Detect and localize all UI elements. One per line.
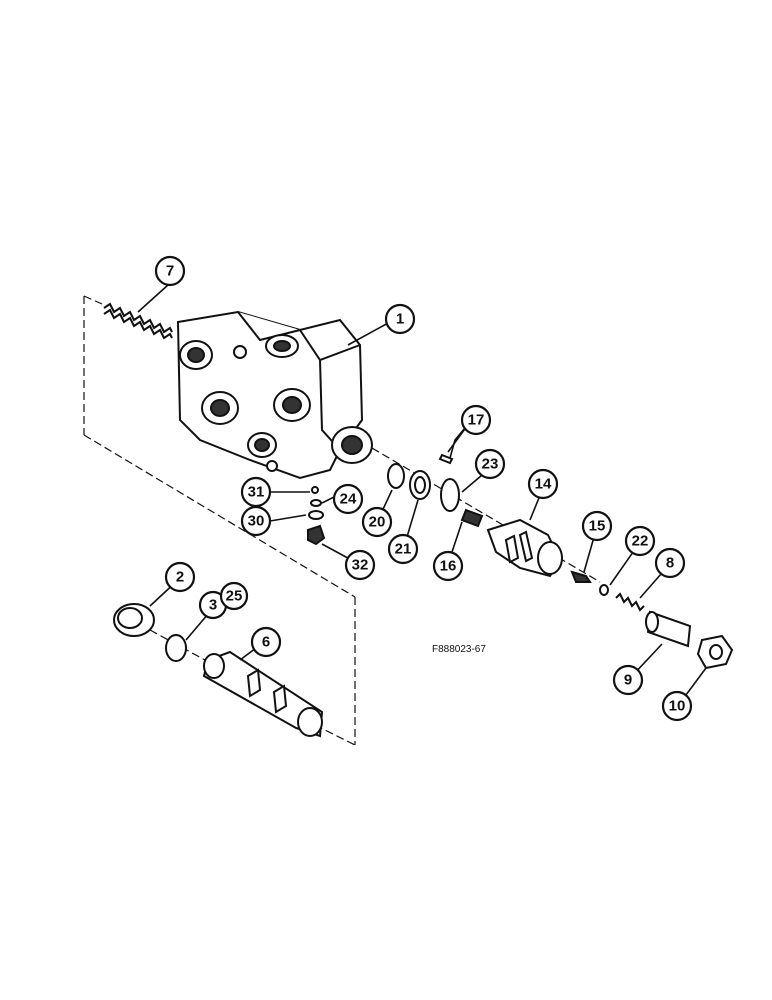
callout-15: 15 bbox=[581, 510, 613, 542]
ring-part-22 bbox=[599, 584, 609, 596]
callout-17: 17 bbox=[460, 404, 492, 436]
callout-3: 3 bbox=[198, 590, 228, 620]
svg-text:16: 16 bbox=[440, 558, 457, 575]
svg-text:1: 1 bbox=[396, 311, 404, 328]
svg-text:15: 15 bbox=[589, 518, 606, 535]
callout-20: 20 bbox=[361, 506, 393, 538]
callout-31: 31 bbox=[240, 476, 272, 508]
svg-text:21: 21 bbox=[395, 541, 412, 558]
svg-text:24: 24 bbox=[340, 491, 357, 508]
svg-text:10: 10 bbox=[669, 698, 686, 715]
callout-2: 2 bbox=[164, 561, 196, 593]
callout-22: 22 bbox=[624, 525, 656, 557]
nut-part-10 bbox=[696, 634, 734, 670]
callout-14: 14 bbox=[527, 468, 559, 500]
svg-text:31: 31 bbox=[248, 484, 265, 501]
callout-9: 9 bbox=[612, 664, 644, 696]
svg-text:23: 23 bbox=[482, 456, 499, 473]
svg-text:8: 8 bbox=[666, 555, 674, 572]
spring-part-7 bbox=[103, 302, 173, 340]
plug-part-16 bbox=[460, 508, 484, 528]
svg-text:2: 2 bbox=[176, 569, 184, 586]
callout-24: 24 bbox=[332, 483, 364, 515]
svg-text:3: 3 bbox=[209, 597, 217, 614]
cartridge-part-14 bbox=[486, 518, 563, 578]
seals-20-21-23 bbox=[387, 463, 460, 512]
valve-body-part-1 bbox=[176, 310, 373, 480]
svg-text:17: 17 bbox=[468, 412, 485, 429]
svg-text:14: 14 bbox=[535, 476, 552, 493]
svg-text:22: 22 bbox=[632, 533, 649, 550]
callout-8: 8 bbox=[654, 547, 686, 579]
callout-16: 16 bbox=[432, 550, 464, 582]
callout-1: 1 bbox=[384, 303, 416, 335]
callout-32: 32 bbox=[344, 549, 376, 581]
callout-10: 10 bbox=[661, 690, 693, 722]
figure-reference: F888023-67 bbox=[432, 644, 486, 655]
callout-21: 21 bbox=[387, 533, 419, 565]
spool-part-6 bbox=[202, 650, 324, 738]
plug-part-2 bbox=[113, 603, 155, 637]
svg-text:25: 25 bbox=[226, 588, 243, 605]
svg-text:7: 7 bbox=[166, 263, 174, 280]
oring-part-3 bbox=[165, 634, 187, 662]
callout-7: 7 bbox=[154, 255, 186, 287]
svg-text:20: 20 bbox=[369, 514, 386, 531]
small-parts-31-30-32 bbox=[307, 486, 326, 546]
callout-6: 6 bbox=[250, 626, 282, 658]
callout-25: 25 bbox=[219, 581, 249, 611]
adjuster-part-9 bbox=[645, 610, 692, 648]
callout-30: 30 bbox=[240, 505, 272, 537]
svg-text:9: 9 bbox=[624, 672, 632, 689]
svg-text:6: 6 bbox=[262, 634, 270, 651]
svg-text:30: 30 bbox=[248, 513, 265, 530]
pin-part-17 bbox=[438, 453, 454, 465]
spring-part-8 bbox=[615, 592, 645, 612]
poppet-part-15 bbox=[570, 570, 592, 583]
callout-23: 23 bbox=[474, 448, 506, 480]
svg-text:32: 32 bbox=[352, 557, 369, 574]
